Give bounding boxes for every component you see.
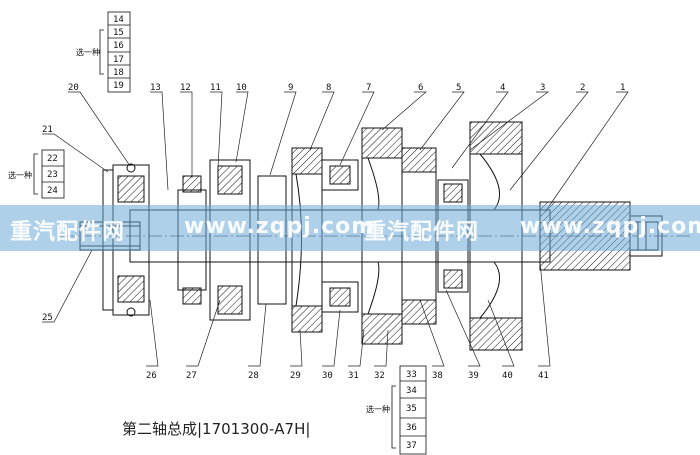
select-label-top: 选一种 bbox=[76, 47, 100, 57]
watermark-text-2: www.zqpj.com bbox=[184, 214, 376, 239]
callout-27: 27 bbox=[186, 371, 197, 381]
table-top-19: 19 bbox=[113, 81, 124, 91]
callout-41: 41 bbox=[538, 371, 549, 381]
callout-table-top bbox=[99, 11, 131, 93]
callout-1: 1 bbox=[620, 83, 625, 93]
callout-13: 13 bbox=[150, 83, 161, 93]
callout-10: 10 bbox=[236, 83, 247, 93]
callout-8: 8 bbox=[326, 83, 331, 93]
synchronizer-pack bbox=[177, 159, 287, 321]
select-label-bottom: 选一种 bbox=[366, 404, 390, 414]
table-top-18: 18 bbox=[113, 68, 124, 78]
callout-11: 11 bbox=[210, 83, 221, 93]
callout-39: 39 bbox=[468, 371, 479, 381]
callout-32: 32 bbox=[374, 371, 385, 381]
callout-table-bottom bbox=[391, 365, 427, 455]
table-bottom-36: 36 bbox=[406, 423, 417, 433]
table-bottom-33: 33 bbox=[406, 370, 417, 380]
synchronizer-7 bbox=[321, 159, 359, 313]
callout-26: 26 bbox=[146, 371, 157, 381]
top-callouts: 1 2 3 4 5 6 7 8 9 10 11 12 13 20 21 bbox=[42, 83, 625, 135]
callout-2: 2 bbox=[580, 83, 585, 93]
callout-25: 25 bbox=[42, 313, 53, 323]
callout-5: 5 bbox=[456, 83, 461, 93]
watermark-band bbox=[0, 205, 700, 251]
table-bottom-37: 37 bbox=[406, 441, 417, 451]
callout-40: 40 bbox=[502, 371, 513, 381]
table-left-24: 24 bbox=[47, 186, 58, 196]
callout-20: 20 bbox=[68, 83, 79, 93]
callout-12: 12 bbox=[180, 83, 191, 93]
table-top-15: 15 bbox=[113, 28, 124, 38]
table-bottom-35: 35 bbox=[406, 404, 417, 414]
watermark-text-1: 重汽配件网 bbox=[10, 220, 126, 245]
callout-table-left bbox=[33, 149, 65, 199]
callout-9: 9 bbox=[288, 83, 293, 93]
leader-lines bbox=[42, 91, 629, 367]
bottom-callouts: 25 26 27 28 29 30 31 32 38 39 40 41 bbox=[42, 313, 549, 381]
callout-28: 28 bbox=[248, 371, 259, 381]
callout-30: 30 bbox=[322, 371, 333, 381]
table-top-16: 16 bbox=[113, 41, 124, 51]
callout-4: 4 bbox=[500, 83, 505, 93]
gear-5 bbox=[401, 147, 437, 325]
callout-31: 31 bbox=[348, 371, 359, 381]
table-left-22: 22 bbox=[47, 154, 58, 164]
gear-8 bbox=[291, 147, 323, 333]
drawing-caption: 第二轴总成|1701300-A7H| bbox=[122, 420, 311, 438]
table-top-14: 14 bbox=[113, 15, 124, 25]
callout-21: 21 bbox=[42, 125, 53, 135]
table-bottom-34: 34 bbox=[406, 386, 417, 396]
collar-4 bbox=[437, 179, 469, 293]
callout-6: 6 bbox=[418, 83, 423, 93]
callout-38: 38 bbox=[432, 371, 443, 381]
table-left-23: 23 bbox=[47, 170, 58, 180]
select-label-left: 选一种 bbox=[8, 170, 32, 180]
callout-29: 29 bbox=[290, 371, 301, 381]
watermark-text-4: www.zqpj.com bbox=[520, 214, 700, 239]
callout-3: 3 bbox=[540, 83, 545, 93]
watermark-text-3: 重汽配件网 bbox=[364, 220, 480, 245]
table-top-17: 17 bbox=[113, 55, 124, 65]
callout-7: 7 bbox=[366, 83, 371, 93]
